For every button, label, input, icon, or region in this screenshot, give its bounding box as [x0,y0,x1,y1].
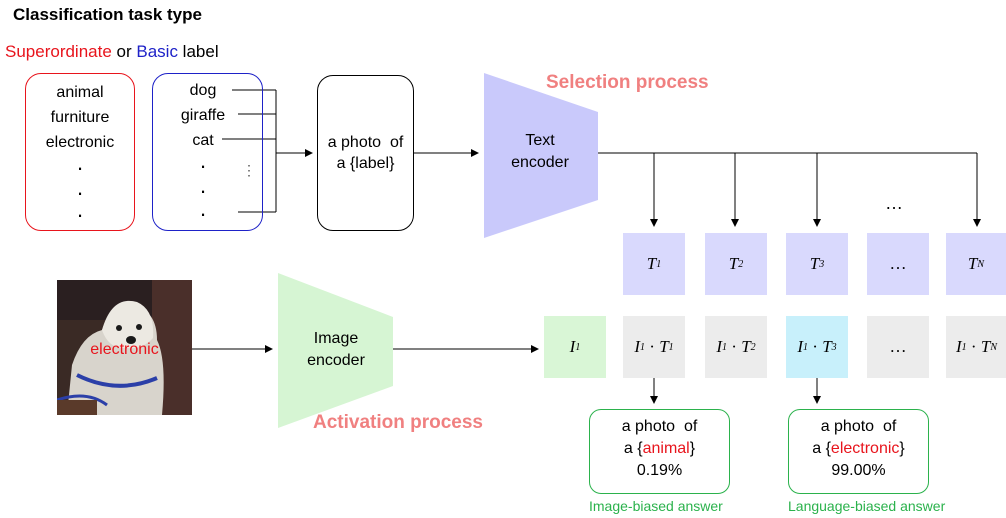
label-text: label [177,42,219,61]
answer-probability: 99.00% [831,462,886,479]
prompt-template-box: a photo of a {label} [317,75,414,231]
or-text: or [111,42,137,61]
activation-process-label: Activation process [313,412,483,433]
text-encoder-shape [484,73,598,238]
text-encoder-line-1: Text [525,132,555,149]
answer-line-1: a photo of [820,418,897,435]
answer-label: animal [642,440,690,457]
dog-image [57,280,192,415]
selection-process-label: Selection process [546,72,709,93]
image-encoder-line-2: encoder [307,352,365,369]
superordinate-label-box: animal furniture electronic · · · [25,73,135,231]
basic-label-connectors [222,89,277,213]
image-overlay-label: electronic [90,341,159,358]
language-biased-answer-box: a photo of a {electronic} 99.00% [788,409,929,494]
text-encoder-label: Text encoder [490,130,590,174]
image-biased-caption: Image-biased answer [589,498,723,514]
superordinate-label-text: Superordinate [5,42,112,61]
diagram-title: Classification task type [13,5,202,24]
image-encoder-shape [278,273,393,428]
prompt-line-1: a photo of [327,134,404,151]
task-type-subtitle: Superordinate or Basic label [5,42,219,62]
language-biased-caption: Language-biased answer [788,498,946,514]
ellipsis-dot: · [199,153,207,178]
answer-line-1: a photo of [621,418,698,435]
answer-probability: 0.19% [636,462,683,479]
image-encoder-line-1: Image [313,330,359,347]
basic-label-item: dog [189,82,217,99]
basic-label-item: giraffe [180,107,226,124]
vertical-ellipsis: ⋮ [242,162,256,178]
superordinate-label-item: animal [56,84,104,101]
answer-label: electronic [830,440,900,457]
text-token-ellipsis: … [867,233,929,295]
image-encoder-label: Image encoder [286,328,386,372]
answer-line-2: a {electronic} [812,440,905,457]
ellipsis-dot: · [199,178,207,203]
ellipsis-dot: · [76,155,84,180]
answer-line-2: a {animal} [623,440,696,457]
superordinate-label-item: electronic [45,134,115,151]
prompt-line-2: a {label} [336,155,395,172]
ellipsis-dot: · [199,201,207,226]
basic-label-text: Basic [136,42,178,61]
basic-label-box: dog giraffe cat · · · ⋮ [152,73,263,231]
basic-label-item: cat [192,132,214,149]
superordinate-label-item: furniture [50,109,110,126]
similarity-ellipsis: … [867,316,929,378]
image-biased-answer-box: a photo of a {animal} 0.19% [589,409,730,494]
ellipsis-dot: · [76,180,84,205]
input-dog-photo: electronic [57,280,192,415]
text-encoder-line-2: encoder [511,154,569,171]
ellipsis-dot: · [76,202,84,227]
dots-above: … [885,193,903,213]
